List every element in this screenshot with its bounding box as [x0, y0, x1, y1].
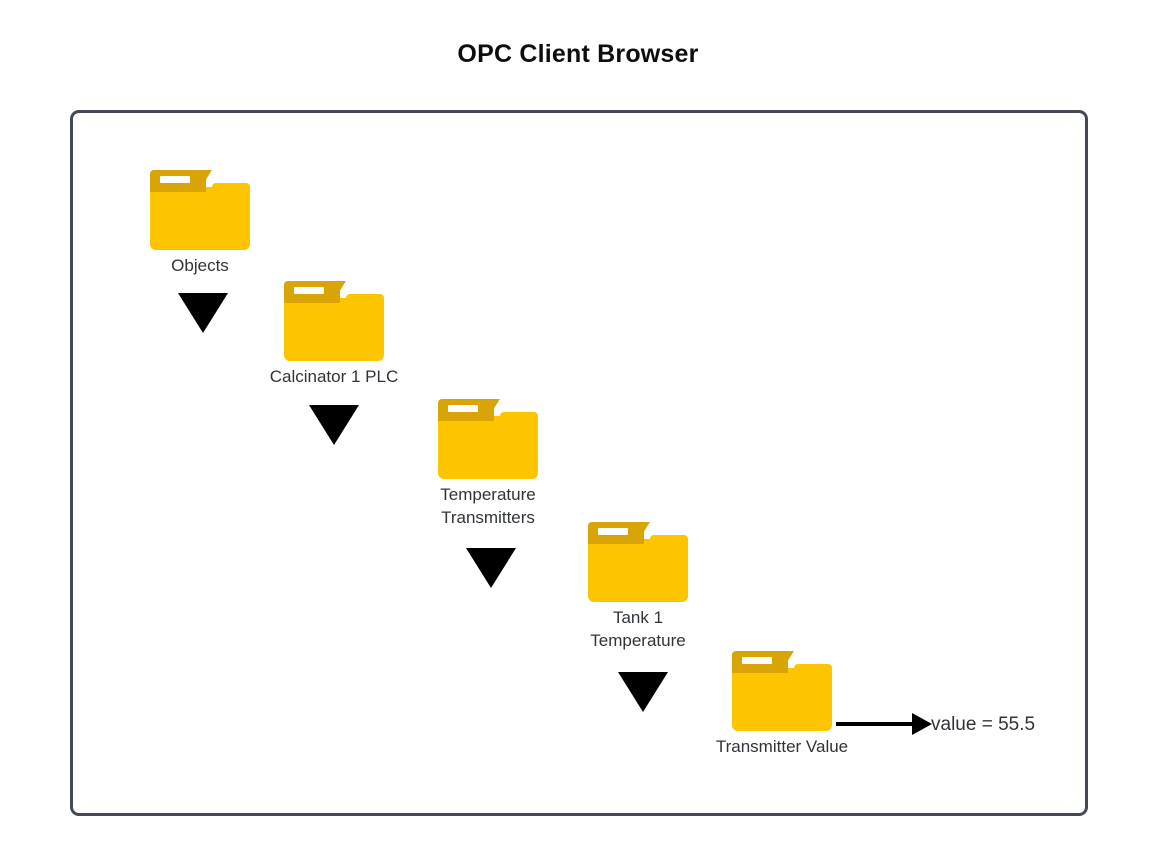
node-label: Objects	[171, 256, 229, 275]
triangle-down-icon	[309, 405, 359, 445]
value-annotation: value = 55.5	[931, 714, 1036, 735]
folder-tab-notch	[332, 281, 346, 303]
folder-icon	[150, 170, 250, 250]
node-objects[interactable]: Objects	[150, 170, 250, 275]
triangle-down-icon	[178, 293, 228, 333]
value-arrow-line	[836, 722, 914, 726]
folder-body	[588, 539, 688, 602]
node-label: Tank 1 Temperature	[590, 608, 686, 650]
node-label: Transmitter Value	[715, 737, 849, 756]
folder-tab-notch	[486, 399, 500, 421]
value-arrow-head	[912, 713, 932, 735]
folder-body	[438, 416, 538, 479]
triangle-down-icon	[466, 548, 516, 588]
folder-tab-bar	[448, 405, 478, 412]
folder-tab-notch	[198, 170, 212, 192]
diagram-canvas: Objects Calcinator 1 PLC Temperature Tra…	[70, 110, 1088, 816]
node-transmitter-value[interactable]: Transmitter Value	[716, 651, 848, 756]
node-label: Calcinator 1 PLC	[269, 367, 399, 386]
folder-body	[150, 187, 250, 250]
folder-tab-bar	[294, 287, 324, 294]
folder-body-top	[346, 294, 384, 304]
folder-tab-notch	[780, 651, 794, 673]
node-label: Temperature Transmitters	[440, 485, 536, 527]
folder-tab-notch	[636, 522, 650, 544]
folder-body-top	[650, 535, 688, 545]
folder-body-top	[212, 183, 250, 193]
folder-tab-bar	[742, 657, 772, 664]
folder-tab-bar	[160, 176, 190, 183]
folder-body	[732, 668, 832, 731]
node-temperature-transmitters[interactable]: Temperature Transmitters	[438, 399, 538, 527]
folder-icon	[732, 651, 832, 731]
node-calcinator-1-plc[interactable]: Calcinator 1 PLC	[270, 281, 398, 386]
page-title: OPC Client Browser	[457, 40, 699, 68]
folder-body-top	[500, 412, 538, 422]
node-tank-1-temperature[interactable]: Tank 1 Temperature	[588, 522, 688, 650]
triangle-down-icon	[618, 672, 668, 712]
folder-icon	[284, 281, 384, 361]
folder-body-top	[794, 664, 832, 674]
folder-icon	[438, 399, 538, 479]
folder-icon	[588, 522, 688, 602]
folder-tab-bar	[598, 528, 628, 535]
folder-body	[284, 298, 384, 361]
